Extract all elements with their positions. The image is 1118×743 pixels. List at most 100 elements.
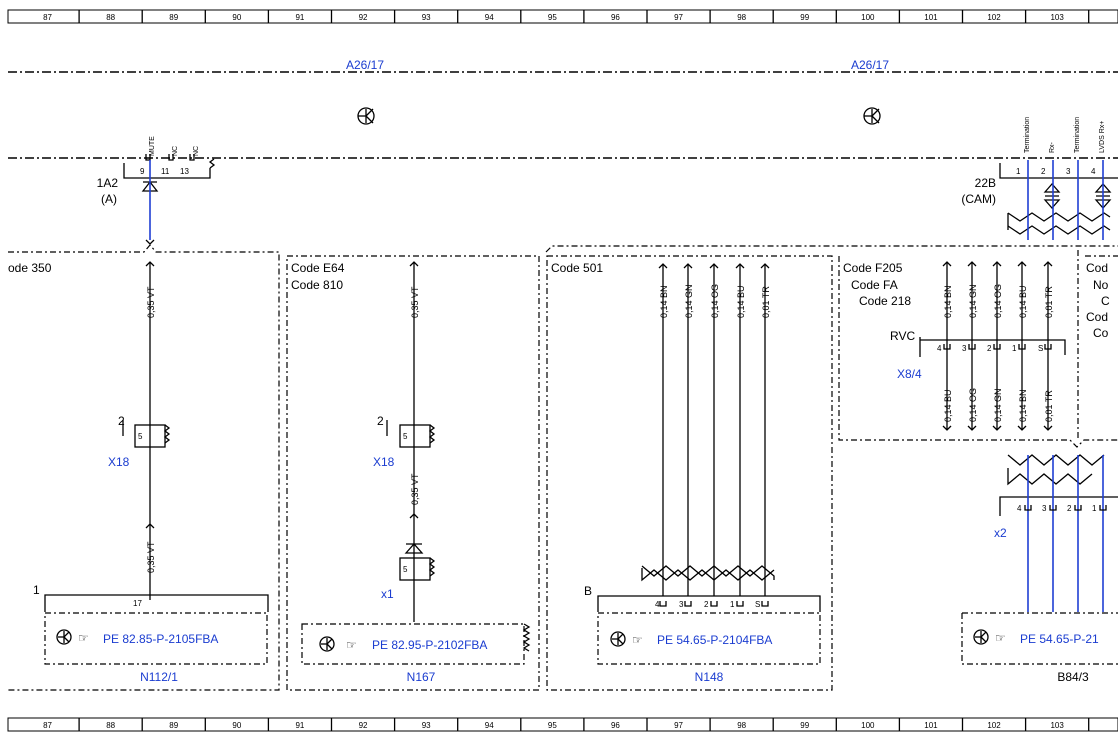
svg-text:Code E64: Code E64: [291, 261, 345, 275]
grid-cell-94-top: 94: [485, 13, 494, 22]
grid-cell-93-top: 93: [422, 13, 431, 22]
pin-rvc-2: 2: [987, 344, 992, 353]
connector-22b: 1 2 3 4 Termination Rx- Termination LVDS…: [961, 117, 1118, 235]
section-code-e64: Code E64 Code 810 0,35 VT 2 5 X18 0,35 V…: [291, 261, 531, 684]
svg-text:Code 218: Code 218: [859, 294, 911, 308]
svg-text:0,35 VT: 0,35 VT: [410, 473, 420, 505]
svg-text:0,35 VT: 0,35 VT: [410, 286, 420, 318]
x2-link[interactable]: x2: [994, 526, 1007, 540]
section-box-501: [546, 255, 833, 691]
connector-1a2-name: 1A2: [97, 176, 119, 190]
pe-link-21[interactable]: PE 54.65-P-21: [1020, 632, 1099, 646]
wire-label-501-5: 0,01 TR: [761, 286, 771, 318]
grid-cell-98-bottom: 98: [737, 721, 746, 730]
grid-top: [7, 9, 1118, 24]
svg-text:5: 5: [403, 432, 408, 441]
module-n167[interactable]: N167: [407, 670, 436, 684]
module-icon: [319, 636, 335, 652]
x1-link[interactable]: x1: [381, 587, 394, 601]
svg-text:Code FA: Code FA: [851, 278, 898, 292]
pointer-hand-icon: ☞: [346, 638, 357, 652]
svg-text:5: 5: [403, 565, 408, 574]
grid-cell-100-bottom: 100: [861, 721, 875, 730]
pin-22b-2: 2: [1041, 167, 1046, 176]
x18-link-2[interactable]: X18: [373, 455, 395, 469]
shield-symbol-left-icon: [357, 107, 375, 125]
wire-label-f205-bottom-5: 0,01 TR: [1044, 390, 1054, 422]
section-box-350: [8, 244, 280, 691]
x8-4-link[interactable]: X8/4: [897, 367, 922, 381]
section-code-350: ode 350 0,35 VT 2 5 X18 0,35 VT 1 17 ☞ P…: [8, 261, 269, 684]
a26-label-left[interactable]: A26/17: [346, 58, 384, 72]
svg-text:Cod: Cod: [1086, 310, 1108, 324]
grid-cell-96-bottom: 96: [611, 721, 620, 730]
grid-cell-89-top: 89: [169, 13, 178, 22]
wire-label-f205-bottom-4: 0,14 BN: [1018, 389, 1028, 422]
module-icon: [56, 629, 72, 645]
wire-label-f205-top-3: 0,14 OG: [993, 284, 1003, 318]
module-n148[interactable]: N148: [695, 670, 724, 684]
grid-cell-103-top: 103: [1050, 13, 1064, 22]
grid-cell-88-bottom: 88: [106, 721, 115, 730]
pin-501-4: 4: [655, 600, 660, 609]
module-n112-1[interactable]: N112/1: [140, 670, 178, 684]
svg-text:Code 810: Code 810: [291, 278, 343, 292]
sig-nc-1: NC: [172, 146, 179, 156]
a26-label-right[interactable]: A26/17: [851, 58, 889, 72]
svg-text:B: B: [584, 584, 592, 598]
wire-label-350-1: 0,35 VT: [146, 286, 156, 318]
pin-b84-1: 1: [1092, 504, 1097, 513]
pin-13: 13: [180, 167, 189, 176]
pin-501-1: 1: [730, 600, 735, 609]
grid-cell-95-top: 95: [548, 13, 557, 22]
svg-text:17: 17: [133, 599, 142, 608]
sig-mute: MUTE: [149, 136, 156, 156]
pin-rvc-4: 4: [937, 344, 942, 353]
pin-22b-3: 3: [1066, 167, 1071, 176]
pointer-hand-icon: ☞: [78, 631, 89, 645]
grid-cell-102-top: 102: [987, 13, 1001, 22]
pin-22b-1: 1: [1016, 167, 1021, 176]
pe-link-2104[interactable]: PE 54.65-P-2104FBA: [657, 633, 772, 647]
x18-link-1[interactable]: X18: [108, 455, 130, 469]
grid-cell-98-top: 98: [737, 13, 746, 22]
code-350-label: ode 350: [8, 261, 52, 275]
sig-termination-2: Termination: [1074, 117, 1081, 153]
svg-text:Co: Co: [1093, 326, 1109, 340]
pointer-hand-icon: ☞: [632, 633, 643, 647]
grid-cell-89-bottom: 89: [169, 721, 178, 730]
grid-cell-96-top: 96: [611, 13, 620, 22]
pe-link-2102[interactable]: PE 82.95-P-2102FBA: [372, 638, 487, 652]
wire-label-f205-bottom-3: 0,14 GN: [993, 388, 1003, 422]
grid-cell-95-bottom: 95: [548, 721, 557, 730]
shield-symbol-right-icon: [863, 107, 881, 125]
pin-b84-2: 2: [1067, 504, 1072, 513]
section-code-f205: Code F205 Code FA Code 218 RVC X8/4 0,14…: [843, 261, 1066, 431]
grid-cell-97-top: 97: [674, 13, 683, 22]
svg-text:5: 5: [138, 432, 143, 441]
pin-rvc-S: S: [1038, 344, 1043, 353]
sig-rx-minus: Rx-: [1049, 141, 1056, 153]
grid-cell-88-top: 88: [106, 13, 115, 22]
svg-text:1: 1: [33, 583, 40, 597]
wire-label-f205-top-2: 0,14 GN: [968, 284, 978, 318]
grid-cell-102-bottom: 102: [987, 721, 1001, 730]
pin-9: 9: [140, 167, 145, 176]
wire-label-501-1: 0,14 BN: [659, 285, 669, 318]
pe-link-2105[interactable]: PE 82.85-P-2105FBA: [103, 632, 218, 646]
svg-text:2: 2: [377, 414, 384, 428]
pin-22b-4: 4: [1091, 167, 1096, 176]
connector-1a2: 9 11 13 MUTE NC NC 1A2 (A): [97, 136, 216, 206]
svg-text:No: No: [1093, 278, 1109, 292]
connector-22b-name: 22B: [975, 176, 996, 190]
grid-cell-87-bottom: 87: [43, 721, 52, 730]
svg-text:Code 501: Code 501: [551, 261, 603, 275]
section-box-e64: [286, 255, 540, 691]
wire-label-350-2: 0,35 VT: [146, 541, 156, 573]
grid-cell-100-top: 100: [861, 13, 875, 22]
grid-bottom: [7, 717, 1118, 732]
pin-11: 11: [161, 167, 170, 176]
